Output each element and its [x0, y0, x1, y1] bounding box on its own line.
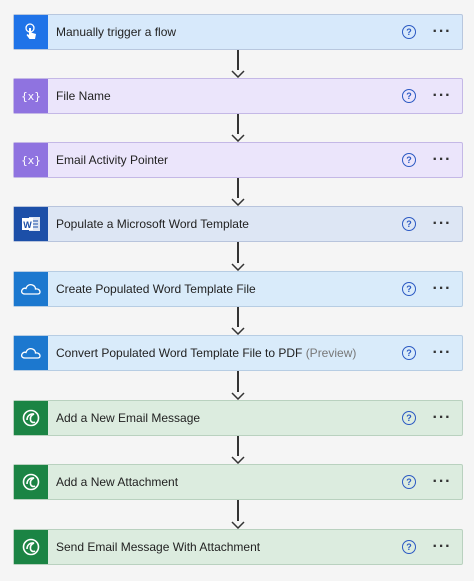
help-icon[interactable]: ?	[402, 153, 416, 167]
more-options-icon[interactable]: ···	[432, 280, 452, 297]
help-icon[interactable]: ?	[402, 411, 416, 425]
help-icon[interactable]: ?	[402, 475, 416, 489]
more-options-icon[interactable]: ···	[432, 151, 452, 168]
connector-line	[237, 307, 239, 327]
help-icon[interactable]: ?	[402, 346, 416, 360]
arrow-down-icon	[231, 456, 245, 464]
step-populate-word-template[interactable]: W Populate a Microsoft Word Template ? ·…	[13, 206, 463, 242]
step-title: File Name	[56, 89, 111, 103]
more-options-icon[interactable]: ···	[432, 409, 452, 426]
step-create-populated-word-template-file[interactable]: Create Populated Word Template File ? ··…	[13, 271, 463, 307]
arrow-down-icon	[231, 392, 245, 400]
connector-line	[237, 371, 239, 392]
dataverse-icon	[14, 465, 48, 499]
preview-label: (Preview)	[305, 346, 357, 360]
step-email-activity-pointer[interactable]: {x} Email Activity Pointer ? ···	[13, 142, 463, 178]
dataverse-icon	[14, 530, 48, 564]
help-icon[interactable]: ?	[402, 540, 416, 554]
step-title: Manually trigger a flow	[56, 25, 177, 39]
step-add-new-attachment[interactable]: Add a New Attachment ? ···	[13, 464, 463, 500]
step-send-email-with-attachment[interactable]: Send Email Message With Attachment ? ···	[13, 529, 463, 565]
more-options-icon[interactable]: ···	[432, 87, 452, 104]
hand-touch-icon	[14, 15, 48, 49]
help-icon[interactable]: ?	[402, 282, 416, 296]
arrow-down-icon	[231, 134, 245, 142]
arrow-down-icon	[231, 327, 245, 335]
help-icon[interactable]: ?	[402, 25, 416, 39]
help-icon[interactable]: ?	[402, 89, 416, 103]
svg-text:{x}: {x}	[21, 90, 41, 103]
more-options-icon[interactable]: ···	[432, 344, 452, 361]
arrow-down-icon	[231, 198, 245, 206]
arrow-down-icon	[231, 70, 245, 78]
step-file-name[interactable]: {x} File Name ? ···	[13, 78, 463, 114]
connector-line	[237, 178, 239, 198]
variable-braces-icon: {x}	[14, 143, 48, 177]
help-icon[interactable]: ?	[402, 217, 416, 231]
svg-text:{x}: {x}	[21, 154, 41, 167]
step-convert-word-template-to-pdf[interactable]: Convert Populated Word Template File to …	[13, 335, 463, 371]
step-title: Add a New Email Message	[56, 411, 201, 425]
arrow-down-icon	[231, 263, 245, 271]
arrow-down-icon	[231, 521, 245, 529]
connector-line	[237, 436, 239, 456]
svg-text:W: W	[23, 220, 32, 230]
onedrive-cloud-icon	[14, 336, 48, 370]
connector-line	[237, 114, 239, 134]
connector-line	[237, 50, 239, 70]
step-title: Create Populated Word Template File	[56, 282, 256, 296]
step-title: Add a New Attachment	[56, 475, 179, 489]
onedrive-cloud-icon	[14, 272, 48, 306]
step-manually-trigger-a-flow[interactable]: Manually trigger a flow ? ···	[13, 14, 463, 50]
step-title-text: Convert Populated Word Template File to …	[56, 346, 303, 360]
step-add-new-email-message[interactable]: Add a New Email Message ? ···	[13, 400, 463, 436]
more-options-icon[interactable]: ···	[432, 215, 452, 232]
step-title: Convert Populated Word Template File to …	[56, 346, 402, 360]
step-title: Email Activity Pointer	[56, 153, 169, 167]
more-options-icon[interactable]: ···	[432, 538, 452, 555]
connector-line	[237, 500, 239, 521]
word-icon: W	[14, 207, 48, 241]
step-title: Send Email Message With Attachment	[56, 540, 261, 554]
more-options-icon[interactable]: ···	[432, 23, 452, 40]
variable-braces-icon: {x}	[14, 79, 48, 113]
dataverse-icon	[14, 401, 48, 435]
step-title: Populate a Microsoft Word Template	[56, 217, 249, 231]
connector-line	[237, 242, 239, 263]
more-options-icon[interactable]: ···	[432, 473, 452, 490]
